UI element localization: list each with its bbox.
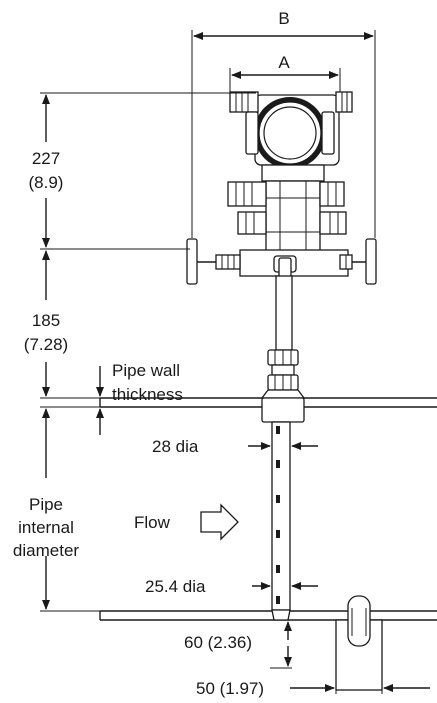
valve-handle-left [186, 238, 198, 285]
label-185: 185 [32, 311, 60, 330]
valve-handle-right [365, 238, 377, 285]
label-28-dia: 28 dia [152, 437, 199, 456]
dimension-pipe-internal-diameter [40, 406, 100, 612]
flow-arrow-icon [200, 503, 239, 541]
dimension-185 [40, 250, 100, 399]
label-pipe-wall: Pipe wall [112, 361, 180, 380]
label-60: 60 (2.36) [184, 633, 252, 652]
sensor-module [227, 164, 347, 252]
label-227: 227 [32, 149, 60, 168]
label-thickness: thickness [112, 385, 183, 404]
support-plug [347, 595, 371, 647]
cable-gland-left [229, 91, 259, 113]
cable-gland-right [335, 91, 353, 113]
label-a: A [278, 53, 290, 72]
label-185-inches: (7.28) [24, 335, 68, 354]
dimension-50 [290, 668, 430, 694]
dimension-227 [40, 92, 256, 250]
label-25-4-dia: 25.4 dia [145, 577, 206, 596]
transmitter-head [229, 91, 353, 169]
manifold [186, 238, 377, 297]
label-227-inches: (8.9) [29, 173, 64, 192]
drain-vent-right [319, 181, 345, 207]
dimension-b [191, 30, 376, 238]
dimension-60 [270, 621, 292, 669]
probe-assembly [260, 275, 306, 621]
drain-vent-left [227, 181, 267, 207]
label-pipe: Pipe [29, 495, 63, 514]
label-50: 50 (1.97) [196, 679, 264, 698]
probe-stem [275, 275, 293, 351]
annubar-sensor [271, 421, 291, 611]
mounting-boss [261, 397, 305, 423]
display-window [263, 106, 317, 160]
label-internal: internal [18, 518, 74, 537]
opposite-side-support [335, 595, 383, 691]
dimension-a [229, 68, 341, 92]
label-b: B [278, 9, 289, 28]
label-flow: Flow [134, 513, 171, 532]
label-diameter: diameter [13, 541, 79, 560]
